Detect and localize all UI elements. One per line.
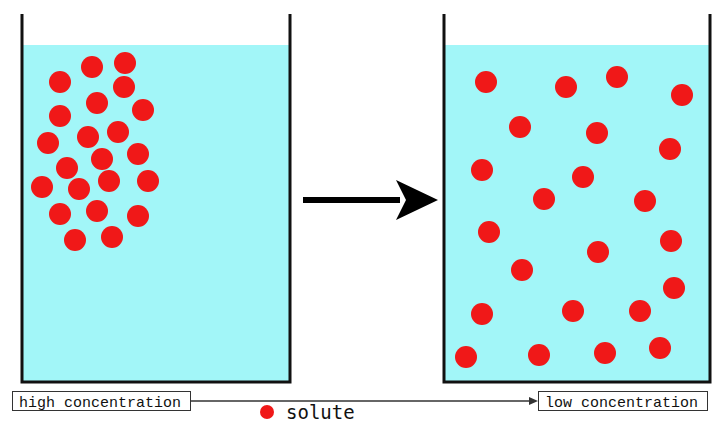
solute-dot (101, 226, 123, 248)
solute-dot (114, 52, 136, 74)
label-box: high concentration (12, 391, 191, 411)
legend-label: solute (286, 401, 355, 423)
solute-dot (629, 300, 651, 322)
concentration-label: high concentration (19, 395, 181, 413)
solute-dot (671, 84, 693, 106)
solute-dot (511, 259, 533, 281)
beaker-wall (444, 14, 710, 382)
solute-dot (81, 56, 103, 78)
solute-dot (68, 178, 90, 200)
solute-dot (659, 138, 681, 160)
right-beaker (444, 14, 710, 382)
solute-dot (31, 176, 53, 198)
solute-dot (475, 71, 497, 93)
solute-dot (107, 121, 129, 143)
solute-dot (533, 188, 555, 210)
solute-dot (137, 170, 159, 192)
solute-dot (471, 303, 493, 325)
solute-dot (132, 99, 154, 121)
solute-dot (113, 76, 135, 98)
label-box: low concentration (538, 391, 708, 411)
solute-dot (455, 346, 477, 368)
solute-dot (562, 300, 584, 322)
solute-dot (49, 105, 71, 127)
legend: solute (260, 401, 355, 423)
solute-dot (37, 132, 59, 154)
solute-dot (660, 230, 682, 252)
solute-dot (86, 200, 108, 222)
solute-dot (127, 143, 149, 165)
solute-dot (528, 344, 550, 366)
solute-dot (91, 148, 113, 170)
left-beaker (22, 14, 290, 382)
beaker-wall (22, 14, 290, 382)
solute-dot (606, 66, 628, 88)
solute-dot (663, 277, 685, 299)
solute-particles (31, 52, 693, 368)
solute-dot (77, 126, 99, 148)
solute-dot (634, 190, 656, 212)
solute-dot (478, 221, 500, 243)
legend-swatch (260, 405, 274, 419)
solute-dot (586, 122, 608, 144)
solute-dot (86, 92, 108, 114)
solute-dot (64, 229, 86, 251)
solute-dot (49, 71, 71, 93)
water (444, 45, 710, 381)
direction-arrow (191, 397, 538, 405)
process-arrow (303, 180, 438, 220)
solute-dot (587, 241, 609, 263)
solute-dot (56, 157, 78, 179)
solute-dot (49, 203, 71, 225)
legend-row: solute (260, 401, 355, 423)
solute-dot (127, 205, 149, 227)
concentration-label: low concentration (545, 395, 698, 413)
solute-dot (509, 116, 531, 138)
water (22, 45, 290, 381)
solute-dot (555, 76, 577, 98)
solute-dot (572, 166, 594, 188)
solute-dot (649, 337, 671, 359)
solute-dot (594, 342, 616, 364)
solute-dot (98, 170, 120, 192)
solute-dot (471, 159, 493, 181)
